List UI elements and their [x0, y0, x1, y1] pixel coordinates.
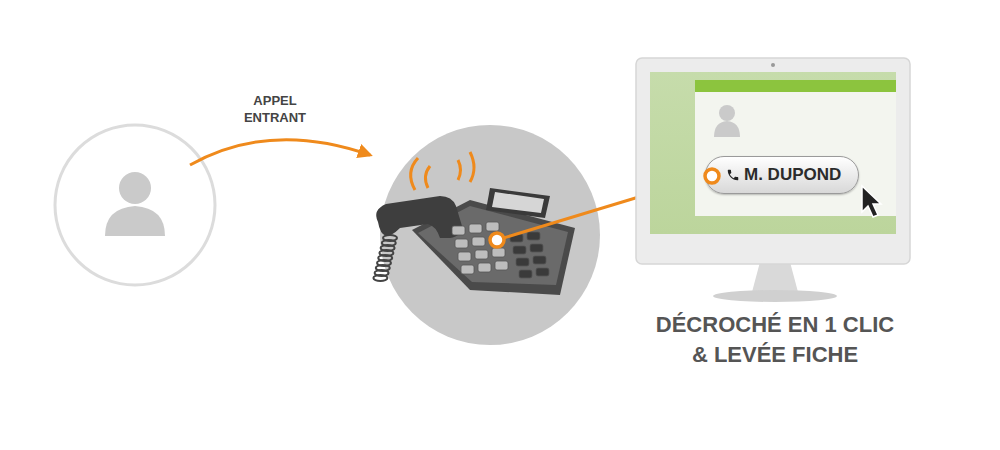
caller-button: M. DUPOND: [705, 156, 859, 194]
arrow-label: APPEL ENTRANT: [225, 92, 325, 126]
caller-name: M. DUPOND: [744, 165, 841, 185]
caption: DÉCROCHÉ EN 1 CLIC & LEVÉE FICHE: [650, 310, 900, 370]
phone-illustration: [373, 125, 600, 345]
caller-icon: [55, 125, 215, 285]
monitor: [636, 58, 910, 302]
phone-glyph: [726, 168, 740, 182]
mouse-cursor: [862, 186, 881, 217]
link-dot: [490, 233, 504, 247]
call-arrow: [190, 140, 370, 165]
